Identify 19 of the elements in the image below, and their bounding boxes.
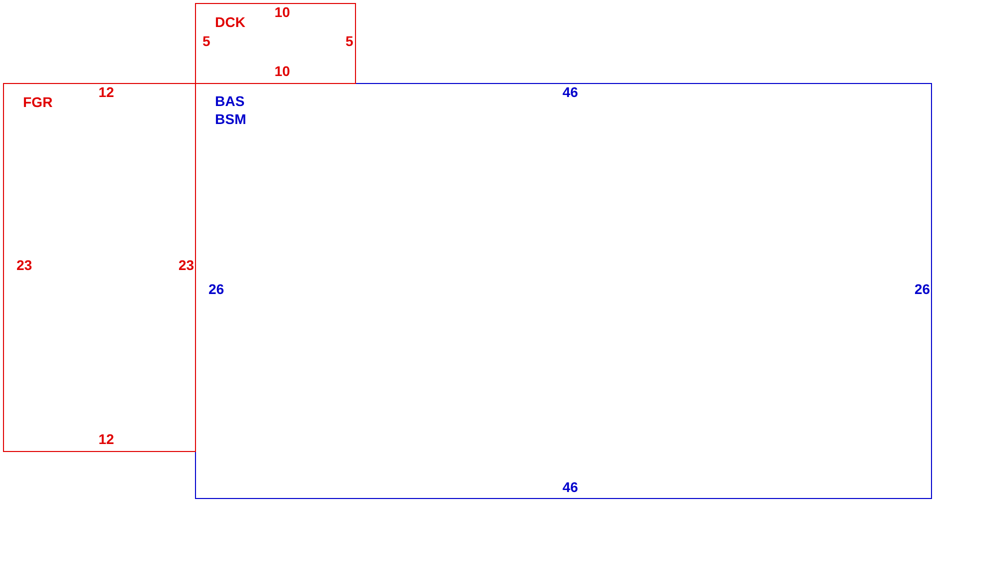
room-outline bbox=[3, 83, 196, 452]
dimension-label: 10 bbox=[274, 62, 290, 80]
room-label: FGR bbox=[23, 94, 53, 111]
dimension-label: 23 bbox=[178, 256, 194, 274]
dimension-label: 23 bbox=[16, 256, 32, 274]
room-outline bbox=[195, 83, 932, 499]
room-outline bbox=[195, 3, 356, 84]
dimension-label: 12 bbox=[98, 84, 114, 100]
dimension-label: 10 bbox=[274, 4, 290, 20]
dimension-label: 26 bbox=[208, 280, 224, 298]
dimension-label: 5 bbox=[202, 32, 210, 50]
dimension-label: 12 bbox=[98, 430, 114, 448]
room-label: BAS bbox=[215, 93, 245, 110]
room-label: BSM bbox=[215, 111, 246, 128]
dimension-label: 26 bbox=[914, 280, 930, 298]
dimension-label: 46 bbox=[562, 478, 578, 496]
dimension-label: 46 bbox=[562, 84, 578, 100]
room-label: DCK bbox=[215, 14, 246, 31]
dimension-label: 5 bbox=[346, 32, 354, 50]
